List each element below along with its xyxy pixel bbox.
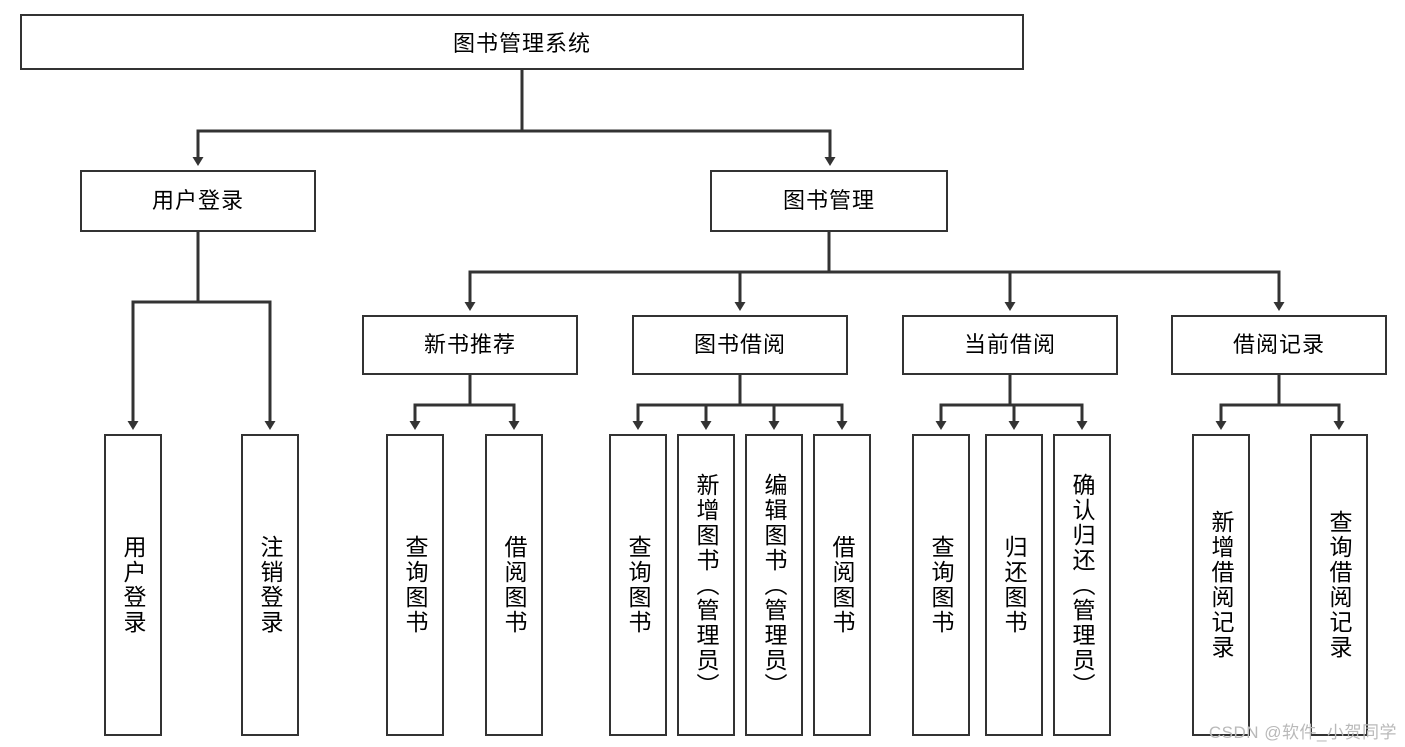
node-leaf-edit-book-label: 编辑图书（管理员）: [761, 472, 788, 698]
node-current-borrow-label: 当前借阅: [963, 331, 1056, 357]
node-leaf-user-login-label: 用户登录: [120, 535, 147, 635]
node-leaf-add-book-label: 新增图书（管理员）: [693, 472, 720, 698]
node-leaf-edit-book[interactable]: 编辑图书（管理员）: [745, 434, 803, 736]
node-leaf-borrow-book-rec-label: 借阅图书: [501, 535, 528, 635]
node-leaf-return-book[interactable]: 归还图书: [985, 434, 1043, 736]
node-current-borrow[interactable]: 当前借阅: [902, 315, 1118, 375]
node-leaf-borrow-book-rec[interactable]: 借阅图书: [485, 434, 543, 736]
node-leaf-confirm-return-label: 确认归还（管理员）: [1069, 472, 1096, 698]
node-book-borrow[interactable]: 图书借阅: [632, 315, 848, 375]
node-root-label: 图书管理系统: [452, 31, 591, 56]
node-leaf-borrow-book-b[interactable]: 借阅图书: [813, 434, 871, 736]
node-borrow-record-label: 借阅记录: [1232, 331, 1325, 357]
node-leaf-query-book-c[interactable]: 查询图书: [912, 434, 970, 736]
node-book-borrow-label: 图书借阅: [693, 331, 786, 357]
node-leaf-add-book[interactable]: 新增图书（管理员）: [677, 434, 735, 736]
node-leaf-query-book-rec-label: 查询图书: [402, 535, 429, 635]
node-leaf-user-login[interactable]: 用户登录: [104, 434, 162, 736]
node-leaf-query-record-label: 查询借阅记录: [1326, 510, 1353, 660]
node-borrow-record[interactable]: 借阅记录: [1171, 315, 1387, 375]
node-leaf-add-record[interactable]: 新增借阅记录: [1192, 434, 1250, 736]
node-leaf-logout-label: 注销登录: [257, 535, 284, 635]
node-leaf-query-book-b-label: 查询图书: [625, 535, 652, 635]
node-new-book-rec[interactable]: 新书推荐: [362, 315, 578, 375]
csdn-watermark: CSDN @软件_小贺同学: [1208, 723, 1397, 742]
node-book-manage[interactable]: 图书管理: [710, 170, 948, 232]
node-leaf-query-book-b[interactable]: 查询图书: [609, 434, 667, 736]
node-user-login[interactable]: 用户登录: [80, 170, 316, 232]
node-book-manage-label: 图书管理: [782, 187, 875, 213]
node-leaf-query-record[interactable]: 查询借阅记录: [1310, 434, 1368, 736]
node-leaf-add-record-label: 新增借阅记录: [1208, 510, 1235, 660]
node-leaf-logout[interactable]: 注销登录: [241, 434, 299, 736]
node-leaf-query-book-c-label: 查询图书: [928, 535, 955, 635]
node-leaf-return-book-label: 归还图书: [1001, 535, 1028, 635]
node-new-book-rec-label: 新书推荐: [423, 331, 516, 357]
node-leaf-confirm-return[interactable]: 确认归还（管理员）: [1053, 434, 1111, 736]
node-root[interactable]: 图书管理系统: [20, 14, 1024, 70]
node-leaf-query-book-rec[interactable]: 查询图书: [386, 434, 444, 736]
node-leaf-borrow-book-b-label: 借阅图书: [829, 535, 856, 635]
node-user-login-label: 用户登录: [151, 187, 244, 213]
